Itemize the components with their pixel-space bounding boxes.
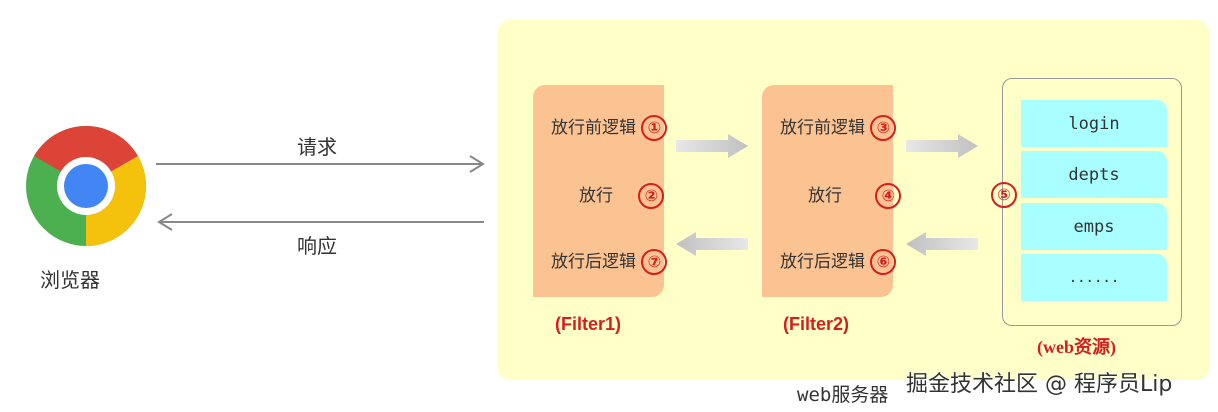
filter2-pass-row: 放行 ④ <box>762 181 939 209</box>
request-response-arrows <box>156 155 485 231</box>
filter2-after-label: 放行后逻辑 <box>780 252 865 272</box>
filter1-after-row: 放行后逻辑 ⑦ <box>533 247 682 275</box>
step-5-marker: ⑤ <box>991 182 1017 208</box>
step-7-marker: ⑦ <box>641 249 668 275</box>
resource-login: login <box>1021 100 1167 147</box>
filter1-box: 放行前逻辑 ① 放行 ② 放行后逻辑 ⑦ <box>533 85 668 297</box>
resource-more: ...... <box>1021 254 1167 301</box>
filter2-pass-label: 放行 <box>808 186 842 206</box>
filter2-before-row: 放行前逻辑 ③ <box>762 113 911 141</box>
watermark-text: 掘金技术社区 @ 程序员Lip <box>906 372 1173 397</box>
flow-arrow-left-2 <box>906 232 978 256</box>
browser-label: 浏览器 <box>40 268 100 292</box>
filter1-pass-label: 放行 <box>579 186 613 206</box>
resource-emps: emps <box>1021 203 1167 250</box>
chrome-icon <box>26 126 146 246</box>
flow-arrow-left-1 <box>676 232 748 256</box>
request-label: 请求 <box>297 135 337 159</box>
filter2-caption: (Filter2) <box>783 314 850 334</box>
flow-arrow-right-2 <box>906 134 978 158</box>
step-3-marker: ③ <box>870 115 897 141</box>
filter2-before-label: 放行前逻辑 <box>780 118 865 138</box>
filter1-pass-row: 放行 ② <box>533 181 710 209</box>
step-2-marker: ② <box>638 183 665 209</box>
step-4-marker: ④ <box>875 183 902 209</box>
web-resources-caption: (web资源) <box>1037 337 1116 357</box>
filter1-caption: (Filter1) <box>555 314 622 334</box>
response-label: 响应 <box>297 234 337 258</box>
step-1-marker: ① <box>641 115 668 141</box>
flow-arrow-right-1 <box>676 134 748 158</box>
filter2-after-row: 放行后逻辑 ⑥ <box>762 247 911 275</box>
filter1-before-label: 放行前逻辑 <box>551 118 636 138</box>
filter2-box: 放行前逻辑 ③ 放行 ④ 放行后逻辑 ⑥ <box>762 85 902 297</box>
resource-depts: depts <box>1021 151 1167 198</box>
filter1-after-label: 放行后逻辑 <box>551 252 636 272</box>
filter1-before-row: 放行前逻辑 ① <box>533 113 682 141</box>
step-6-marker: ⑥ <box>870 249 897 275</box>
web-server-caption: web服务器 <box>797 384 889 406</box>
